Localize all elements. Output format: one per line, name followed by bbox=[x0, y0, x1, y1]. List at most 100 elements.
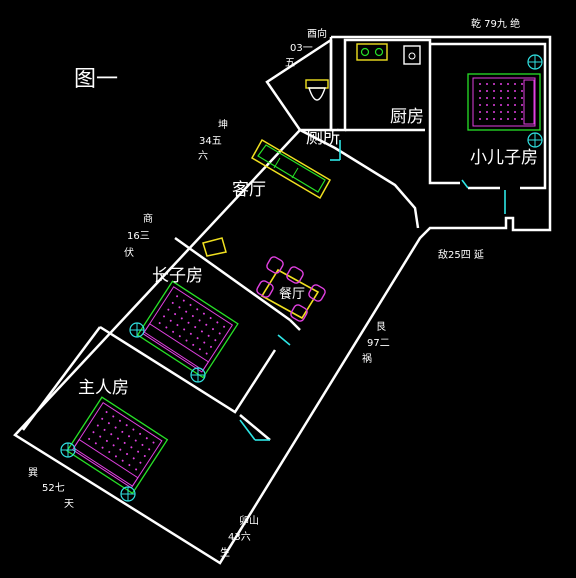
small-room-door-leaf bbox=[461, 179, 469, 189]
bed-pattern-dot bbox=[176, 324, 179, 327]
bed-pattern-dot bbox=[118, 419, 121, 422]
eldest-room-bed bbox=[136, 280, 239, 379]
bed-pattern-dot bbox=[479, 104, 481, 106]
upper-diagonal-wall bbox=[265, 38, 332, 131]
kitchen-sink bbox=[403, 45, 421, 65]
bed-pattern-dot bbox=[479, 90, 481, 92]
figure-label: 图一 bbox=[74, 67, 118, 92]
bed-pattern-dot bbox=[200, 330, 203, 333]
bed-pattern-dot bbox=[101, 446, 104, 449]
dir-mao-deg: 43六 bbox=[228, 531, 251, 543]
bed-pattern-dot bbox=[514, 118, 516, 120]
room-label-living: 客厅 bbox=[232, 180, 266, 200]
bed-pattern-dot bbox=[94, 442, 97, 445]
bed-pattern-dot bbox=[169, 319, 172, 322]
dir-shang-fu: 伏 bbox=[124, 246, 134, 259]
bed-pattern-dot bbox=[207, 334, 210, 337]
bed-pattern-dot bbox=[493, 111, 495, 113]
eldest-door bbox=[277, 334, 291, 346]
bed-pattern-dot bbox=[126, 453, 129, 456]
bed-pattern-dot bbox=[183, 328, 186, 331]
dir-xi-wu: 五 bbox=[285, 58, 295, 69]
bed-pattern-dot bbox=[191, 315, 194, 318]
bed-pattern-dot bbox=[101, 417, 104, 420]
master-nightstands bbox=[60, 442, 136, 502]
dir-ao: 巽 bbox=[28, 467, 38, 479]
bed-pattern-dot bbox=[119, 448, 122, 451]
bed-pattern-dot bbox=[223, 325, 226, 328]
small-son-room-wall bbox=[430, 42, 547, 190]
furniture bbox=[60, 43, 543, 502]
bed-pattern-dot bbox=[163, 315, 166, 318]
bed-pattern-dot bbox=[205, 352, 208, 355]
bed-pattern-dot bbox=[180, 317, 183, 320]
bed-pattern-dot bbox=[479, 118, 481, 120]
dining-table bbox=[256, 256, 326, 322]
dining-edge bbox=[289, 319, 301, 331]
doors bbox=[239, 140, 506, 441]
bed-pattern-dot bbox=[137, 450, 140, 453]
bed-pattern-dot bbox=[112, 415, 115, 418]
dir-gen-deg: 97二 bbox=[367, 338, 390, 349]
bed-pattern-dot bbox=[174, 313, 177, 316]
bed-pattern-dot bbox=[139, 432, 142, 435]
bed-pattern-dot bbox=[189, 332, 192, 335]
labels: 图一 厕所 厨房 小儿子房 客厅 餐厅 长子房 主人房 酉向 03一 五 坤 3… bbox=[28, 17, 538, 559]
bed-pattern-dot bbox=[107, 422, 110, 425]
dir-qian: 乾 79九 绝 bbox=[471, 17, 520, 30]
bed-pattern-dot bbox=[209, 345, 212, 348]
bed-pattern-dot bbox=[112, 444, 115, 447]
bed-pattern-dot bbox=[172, 330, 175, 333]
dir-kun: 坤 bbox=[218, 118, 228, 131]
bed-pattern-dot bbox=[514, 104, 516, 106]
room-label-dining: 餐厅 bbox=[279, 286, 305, 302]
bed-pattern-dot bbox=[507, 104, 509, 106]
bed-pattern-dot bbox=[507, 90, 509, 92]
bed-pattern-dot bbox=[171, 301, 174, 304]
bed-pattern-dot bbox=[185, 339, 188, 342]
dir-zheng: 敌25四 延 bbox=[438, 248, 484, 261]
bed-pattern-dot bbox=[125, 424, 128, 427]
bed-pattern-dot bbox=[493, 97, 495, 99]
bed-pattern-dot bbox=[209, 317, 212, 320]
kitchen-block-wall bbox=[329, 37, 460, 185]
bed-pattern-dot bbox=[194, 326, 197, 329]
small-room-bed bbox=[467, 54, 543, 148]
bed-pattern-dot bbox=[202, 312, 205, 315]
bed-pattern-dot bbox=[187, 321, 190, 324]
bed-pattern-dot bbox=[500, 111, 502, 113]
bed-pattern-dot bbox=[486, 111, 488, 113]
bed-pattern-dot bbox=[88, 437, 91, 440]
bed-pattern-dot bbox=[493, 104, 495, 106]
dir-kun-liu: 六 bbox=[198, 150, 208, 162]
dir-xi-xiang: 酉向 bbox=[307, 27, 327, 40]
bed-pattern-dot bbox=[167, 308, 170, 311]
bed-pattern-dot bbox=[192, 343, 195, 346]
room-label-toilet: 厕所 bbox=[306, 128, 340, 148]
bed-pattern-dot bbox=[198, 348, 201, 351]
bed-pattern-dot bbox=[92, 431, 95, 434]
bed-pattern-dot bbox=[116, 437, 119, 440]
dir-shang: 商 bbox=[143, 212, 153, 225]
bed-pattern-dot bbox=[182, 299, 185, 302]
dir-kun-deg: 34五 bbox=[199, 136, 222, 147]
master-room-top-wall bbox=[21, 326, 102, 431]
living-divider-wall bbox=[174, 236, 291, 322]
bed-pattern-dot bbox=[110, 433, 113, 436]
bed-pattern-dot bbox=[479, 111, 481, 113]
bed-pattern-dot bbox=[486, 90, 488, 92]
bed-pattern-dot bbox=[507, 111, 509, 113]
bed-pattern-dot bbox=[134, 439, 137, 442]
bed-pattern-dot bbox=[521, 104, 523, 106]
bed-pattern-dot bbox=[514, 111, 516, 113]
bed-pattern-dot bbox=[521, 118, 523, 120]
bed-pattern-dot bbox=[128, 435, 131, 438]
bed-pattern-dot bbox=[521, 97, 523, 99]
toilet-divider bbox=[299, 128, 420, 229]
sofa bbox=[250, 138, 332, 200]
dir-mao: 卯山 bbox=[239, 515, 259, 527]
bed-pattern-dot bbox=[99, 435, 102, 438]
bed-pattern-dot bbox=[198, 319, 201, 322]
